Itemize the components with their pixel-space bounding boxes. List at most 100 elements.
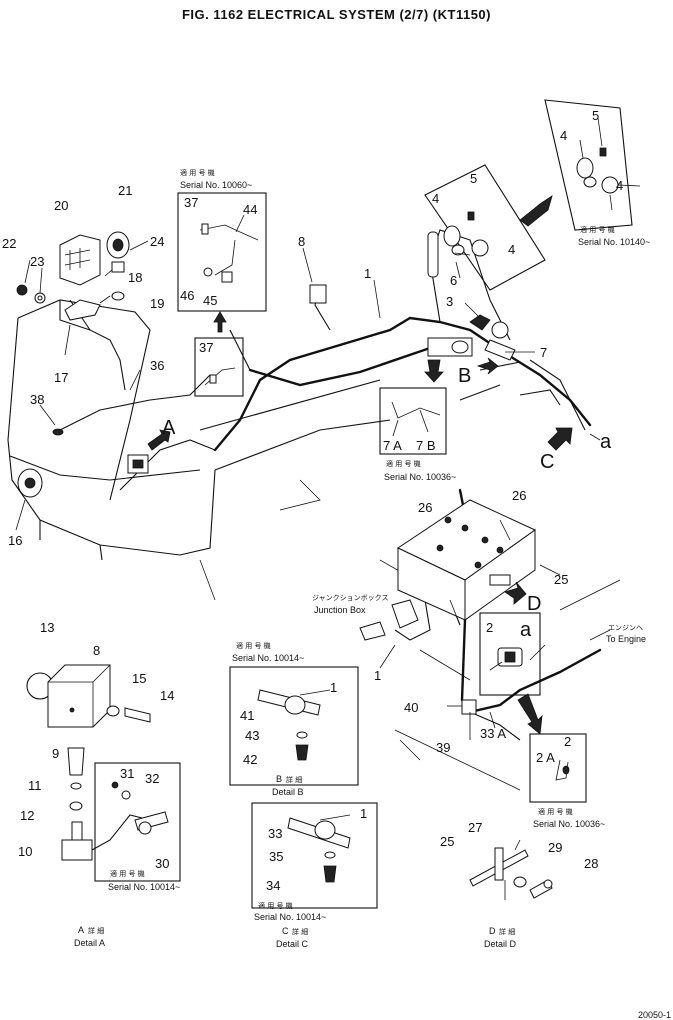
callout-3: 3 xyxy=(446,294,453,309)
callout-24: 24 xyxy=(150,234,164,249)
callout-34: 34 xyxy=(266,878,280,893)
callout-8: 8 xyxy=(298,234,305,249)
serial-jp-10036-2: 適 用 号 機 xyxy=(538,807,573,816)
callout-4c: 4 xyxy=(560,128,567,143)
arrow-to-10140 xyxy=(519,195,553,227)
callout-28: 28 xyxy=(584,856,598,871)
work-lamp xyxy=(17,468,43,498)
callout-26: 26 xyxy=(418,500,432,515)
callout-2b: 2 xyxy=(564,734,571,749)
arrow-d xyxy=(504,581,527,605)
detail-d-group xyxy=(469,847,553,899)
arrow-down-2a xyxy=(517,693,543,735)
detail-d-jp: 詳 細 xyxy=(499,927,515,936)
view-letter-small-a: a xyxy=(600,431,612,453)
clip-38 xyxy=(52,428,64,436)
component-labels: ジャンクションボックス Junction Box エンジンへ To Engine xyxy=(312,594,646,644)
serial-10140: Serial No. 10140~ xyxy=(578,237,650,247)
callout-15: 15 xyxy=(132,671,146,686)
arrow-up-37 xyxy=(213,311,227,333)
connector-box-a xyxy=(127,454,149,474)
callout-46: 46 xyxy=(180,288,194,303)
callout-31: 31 xyxy=(120,766,134,781)
callout-22: 22 xyxy=(2,236,16,251)
serial-10036-2: Serial No. 10036~ xyxy=(533,819,605,829)
serial-notes: 適 用 号 機 Serial No. 10060~ 適 用 号 機 Serial… xyxy=(108,168,650,922)
callout-20: 20 xyxy=(54,198,68,213)
detail-captions: A 詳 細 Detail A B 詳 細 Detail B C 詳 細 Deta… xyxy=(74,774,517,949)
callout-37: 37 xyxy=(184,195,198,210)
callout-4d: 4 xyxy=(616,178,623,193)
callout-1b: 1 xyxy=(374,668,381,683)
junction-box-jp: ジャンクションボックス xyxy=(312,594,388,602)
callout-36: 36 xyxy=(150,358,164,373)
detail-d-en: Detail D xyxy=(484,939,517,949)
view-letter-d: D xyxy=(527,593,541,615)
callout-9: 9 xyxy=(52,746,59,761)
callout-27: 27 xyxy=(468,820,482,835)
callout-37b: 37 xyxy=(199,340,213,355)
callout-17: 17 xyxy=(54,370,68,385)
detail-b-group xyxy=(229,666,359,786)
harness-clamp-lower xyxy=(447,699,496,740)
junction-box-en: Junction Box xyxy=(314,605,366,615)
callout-35: 35 xyxy=(269,849,283,864)
inset-37 xyxy=(194,337,244,397)
callout-40: 40 xyxy=(404,700,418,715)
detail-a-jp: 詳 細 xyxy=(88,926,104,935)
lamp-assembly-right xyxy=(424,164,546,361)
callout-19: 19 xyxy=(150,296,164,311)
callout-39: 39 xyxy=(436,740,450,755)
callout-16: 16 xyxy=(8,533,22,548)
serial-10014-c: Serial No. 10014~ xyxy=(254,912,326,922)
callout-1d: 1 xyxy=(360,806,367,821)
detail-a-group xyxy=(26,664,181,882)
inset-part-2 xyxy=(479,612,541,696)
serial-jp-10036: 適 用 号 機 xyxy=(386,459,421,468)
callout-4b: 4 xyxy=(508,242,515,257)
junction-box xyxy=(359,499,536,641)
serial-jp-10014-a: 適 用 号 機 xyxy=(110,869,145,878)
callout-42: 42 xyxy=(243,752,257,767)
callout-4: 4 xyxy=(432,191,439,206)
serial-jp-10014-c: 適 用 号 機 xyxy=(258,901,293,910)
callout-1c: 1 xyxy=(330,680,337,695)
to-engine-jp: エンジンへ xyxy=(608,624,643,632)
callout-30: 30 xyxy=(155,856,169,871)
callout-18: 18 xyxy=(128,270,142,285)
connector-8 xyxy=(302,247,327,304)
inset-serial-10140 xyxy=(544,99,641,231)
view-letters: A B C D a a xyxy=(162,365,612,641)
detail-c-group xyxy=(251,802,378,909)
relay-bracket-group xyxy=(16,231,149,331)
inset-serial-10036-7 xyxy=(379,387,447,455)
callout-1: 1 xyxy=(364,266,371,281)
serial-10014-a: Serial No. 10014~ xyxy=(108,882,180,892)
serial-10036: Serial No. 10036~ xyxy=(384,472,456,482)
detail-b-jp: 詳 細 xyxy=(286,775,302,784)
detail-b-jp-letter: B xyxy=(276,774,282,784)
callout-7a: 7 A xyxy=(383,438,402,453)
callout-33: 33 xyxy=(268,826,282,841)
callout-38: 38 xyxy=(30,392,44,407)
callout-10: 10 xyxy=(18,844,32,859)
detail-c-jp-letter: C xyxy=(282,926,289,936)
callout-7b: 7 B xyxy=(416,438,436,453)
callout-12: 12 xyxy=(20,808,34,823)
view-letter-c: C xyxy=(540,451,554,473)
arrow-down-7 xyxy=(424,359,444,383)
callout-44: 44 xyxy=(243,202,257,217)
callout-25b: 25 xyxy=(440,834,454,849)
callout-numbers: 1 3 4 5 4 6 7 5 4 4 8 20 21 22 23 24 18 … xyxy=(2,108,623,893)
serial-jp-10140: 適 用 号 機 xyxy=(580,225,615,234)
arrow-b xyxy=(476,357,499,375)
callout-13: 13 xyxy=(40,620,54,635)
callout-7: 7 xyxy=(540,345,547,360)
callout-11: 11 xyxy=(28,778,42,793)
callout-45: 45 xyxy=(203,293,217,308)
detail-b-en: Detail B xyxy=(272,787,304,797)
detail-a-jp-letter: A xyxy=(78,925,84,935)
inset-serial-10060 xyxy=(177,192,267,312)
